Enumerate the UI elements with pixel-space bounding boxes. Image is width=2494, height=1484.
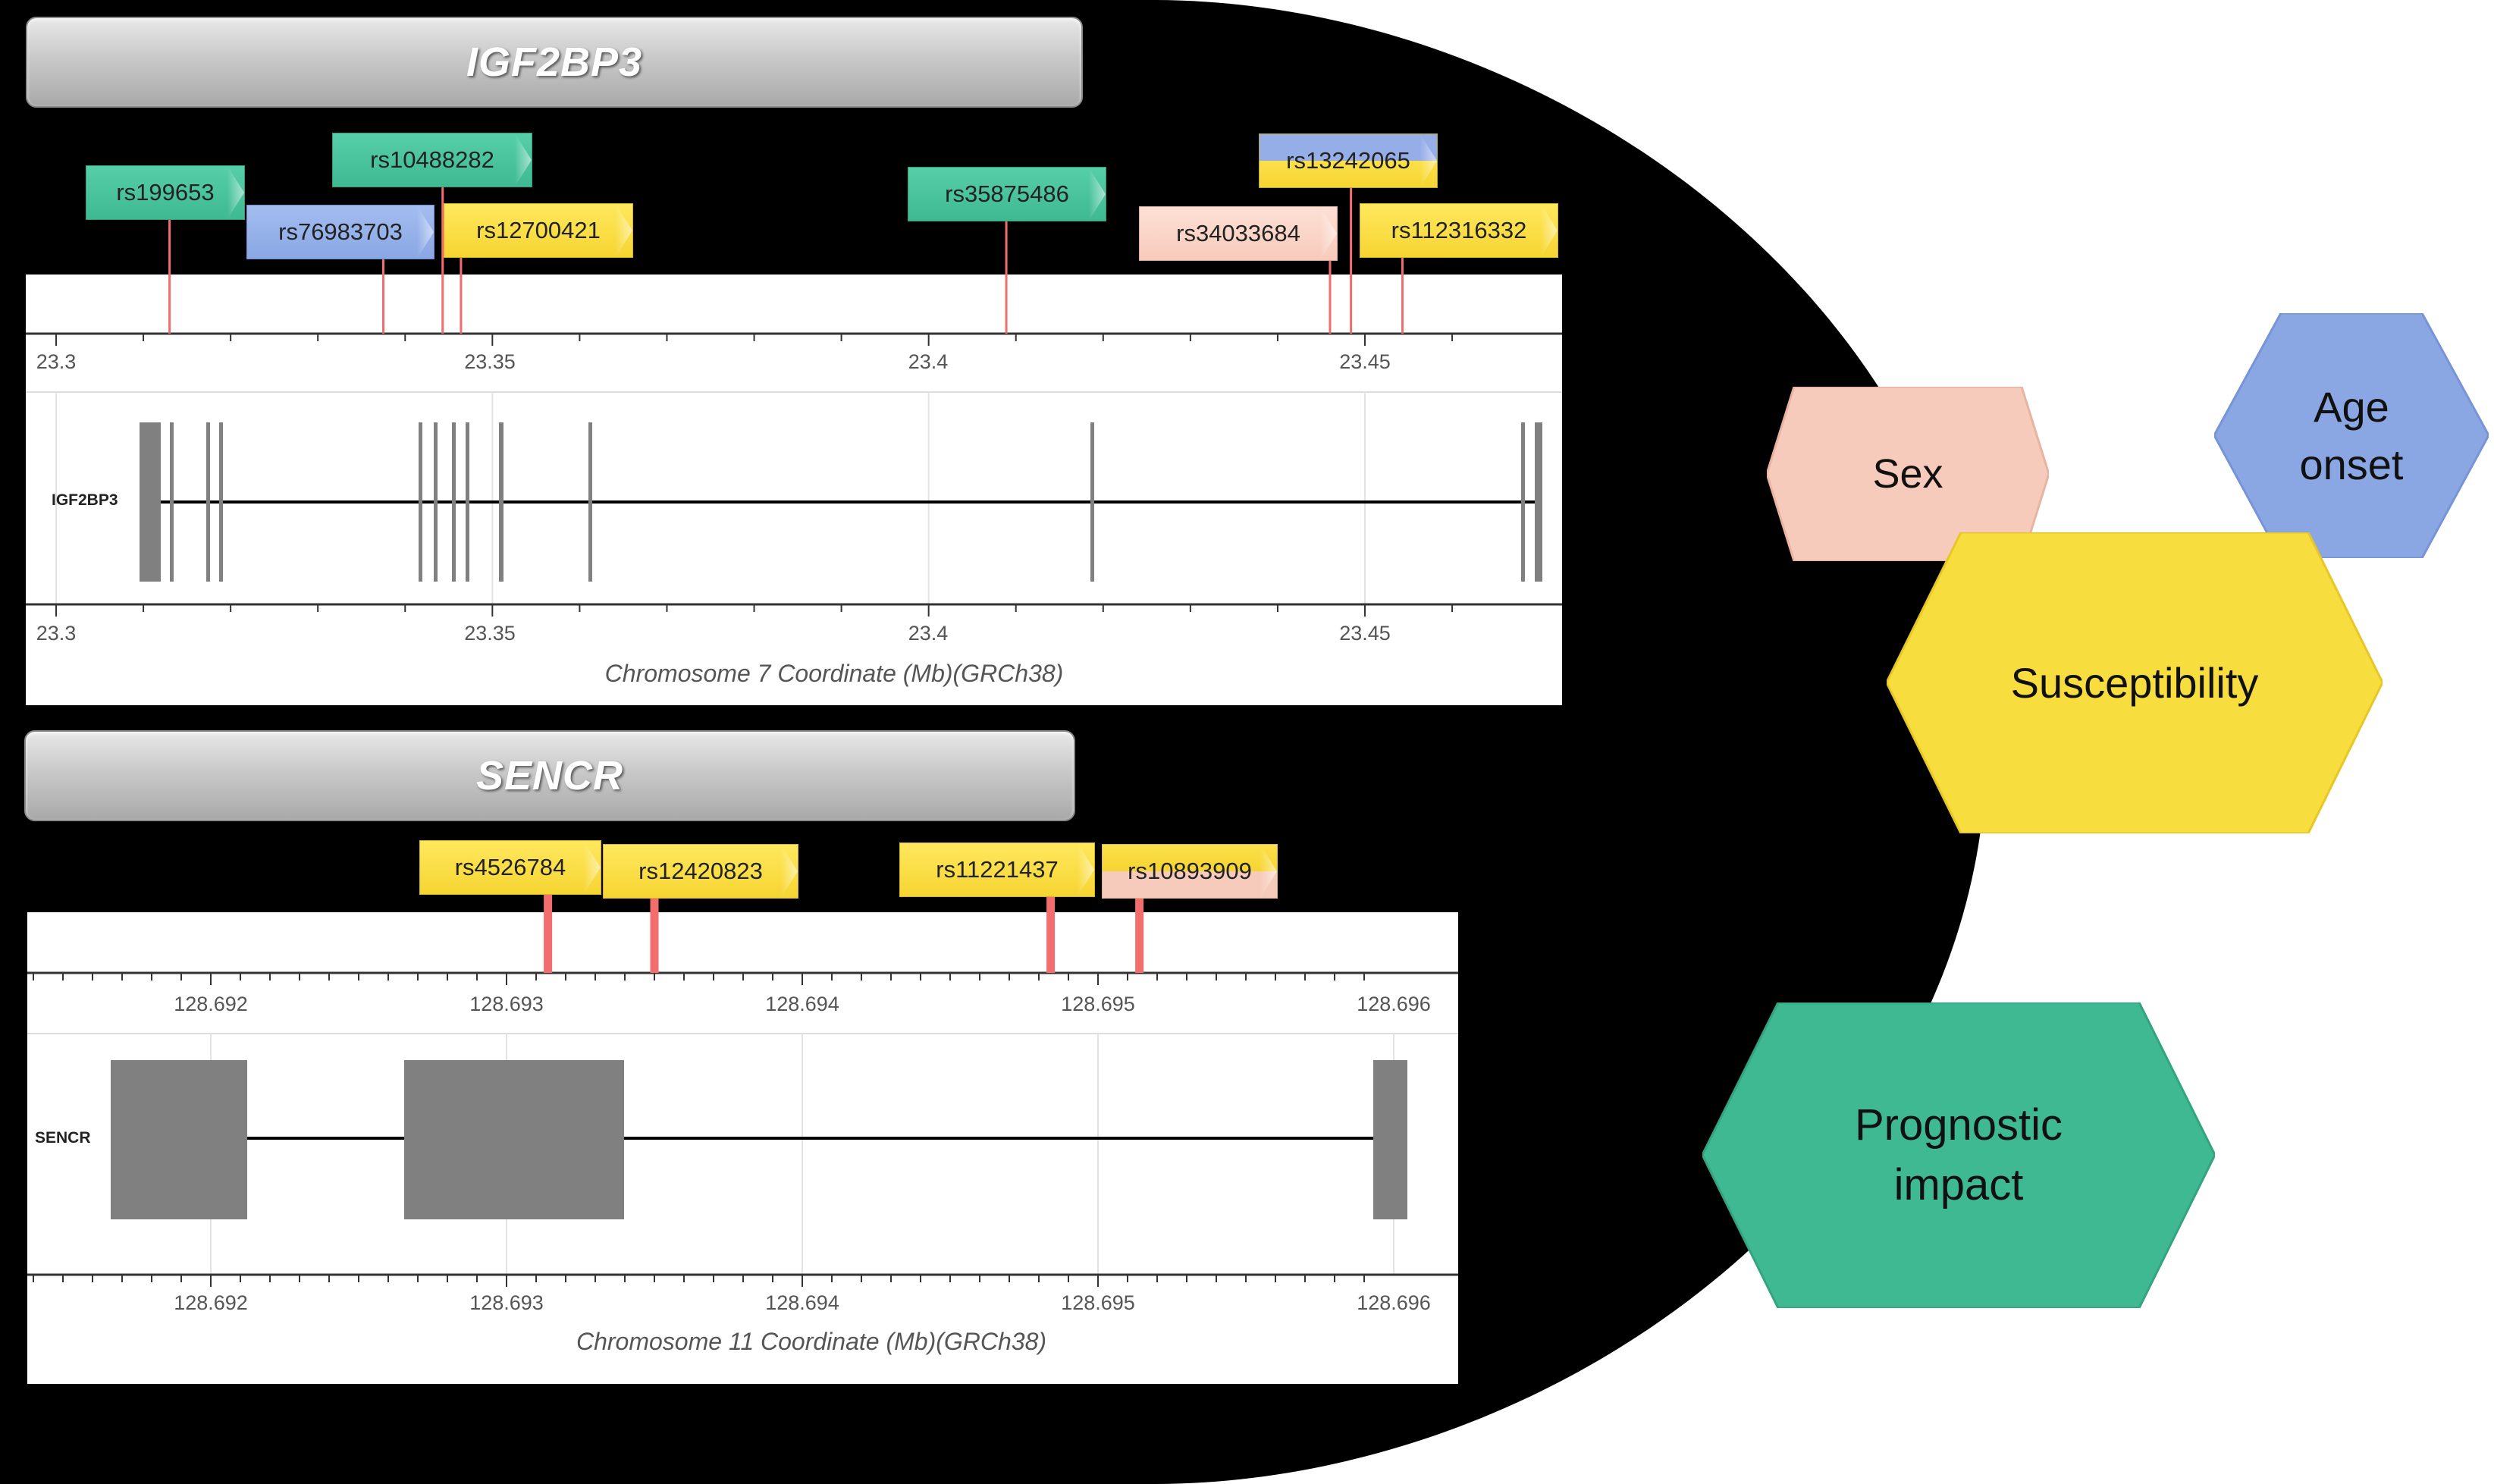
snp-tag-rs34033684: rs34033684 xyxy=(1139,206,1338,261)
snp-tag-rs35875486: rs35875486 xyxy=(908,167,1106,221)
gene-title-banner-igf2bp3: IGF2BP3 xyxy=(26,17,1083,108)
tick-label: 128.694 xyxy=(765,1291,839,1314)
category-hex-susceptibility: Susceptibility xyxy=(1887,532,2383,833)
sencr-snp-track: SENCR 128.692 128.693 128.694 128.695 12… xyxy=(27,912,1458,1384)
snp-tag-rs12700421: rs12700421 xyxy=(444,203,633,258)
tick-label: 23.3 xyxy=(36,350,77,373)
tick-label: 128.695 xyxy=(1061,993,1135,1015)
snp-tag-rs11221437: rs11221437 xyxy=(899,842,1095,897)
snp-tag-rs4526784: rs4526784 xyxy=(419,840,601,895)
category-hex-sex: Sex xyxy=(1767,387,2049,561)
tick-label: 23.4 xyxy=(908,350,949,373)
snp-tag-rs12420823: rs12420823 xyxy=(603,844,798,899)
snp-tag-rs13242065: rs13242065 xyxy=(1259,133,1438,188)
tick-label: 128.692 xyxy=(174,1291,248,1314)
gene-title-igf2bp3: IGF2BP3 xyxy=(466,39,643,85)
tick-label: 128.693 xyxy=(469,1291,544,1314)
axis-title-igf2bp3: Chromosome 7 Coordinate (Mb)(GRCh38) xyxy=(604,660,1064,687)
tick-label: 128.696 xyxy=(1357,1291,1431,1314)
tick-label: 23.45 xyxy=(1339,622,1391,645)
category-label: Susceptibility xyxy=(2010,658,2259,707)
tick-label: 128.692 xyxy=(174,993,248,1015)
snp-tag-rs199653: rs199653 xyxy=(86,165,245,220)
tick-label: 23.35 xyxy=(464,622,516,645)
igf2bp3-snp-track: IGF2BP3 23.3 23.35 23.4 23.45 23.3 23.35… xyxy=(26,275,1562,705)
gene-label-sencr: SENCR xyxy=(35,1129,91,1147)
gene-label-igf2bp3: IGF2BP3 xyxy=(52,491,118,509)
axis-title-sencr: Chromosome 11 Coordinate (Mb)(GRCh38) xyxy=(576,1328,1047,1355)
gene-title-sencr: SENCR xyxy=(475,753,624,798)
tick-label: 128.695 xyxy=(1061,1291,1135,1314)
snp-tag-rs10893909: rs10893909 xyxy=(1102,844,1278,899)
tick-label: 23.4 xyxy=(908,622,949,645)
snp-tag-rs76983703: rs76983703 xyxy=(246,205,434,259)
gene-title-banner-sencr: SENCR xyxy=(24,730,1075,821)
snp-tag-rs10488282: rs10488282 xyxy=(332,133,532,187)
tick-label: 128.696 xyxy=(1357,993,1431,1015)
snp-tag-rs112316332: rs112316332 xyxy=(1360,203,1558,258)
tick-label: 128.693 xyxy=(469,993,544,1015)
igf2bp3-track-svg xyxy=(26,332,1562,617)
tick-label: 23.3 xyxy=(36,622,77,645)
sencr-track-svg xyxy=(27,971,1458,1287)
tick-label: 128.694 xyxy=(765,993,839,1015)
tick-label: 23.45 xyxy=(1339,350,1391,373)
category-hex-prognostic-impact: Prognostic impact xyxy=(1702,1002,2215,1308)
tick-label: 23.35 xyxy=(464,350,516,373)
category-label: Prognostic impact xyxy=(1854,1100,2063,1209)
category-hex-age-onset: Age onset xyxy=(2214,313,2489,558)
category-label: Age onset xyxy=(2299,382,2404,488)
category-label: Sex xyxy=(1872,450,1943,497)
